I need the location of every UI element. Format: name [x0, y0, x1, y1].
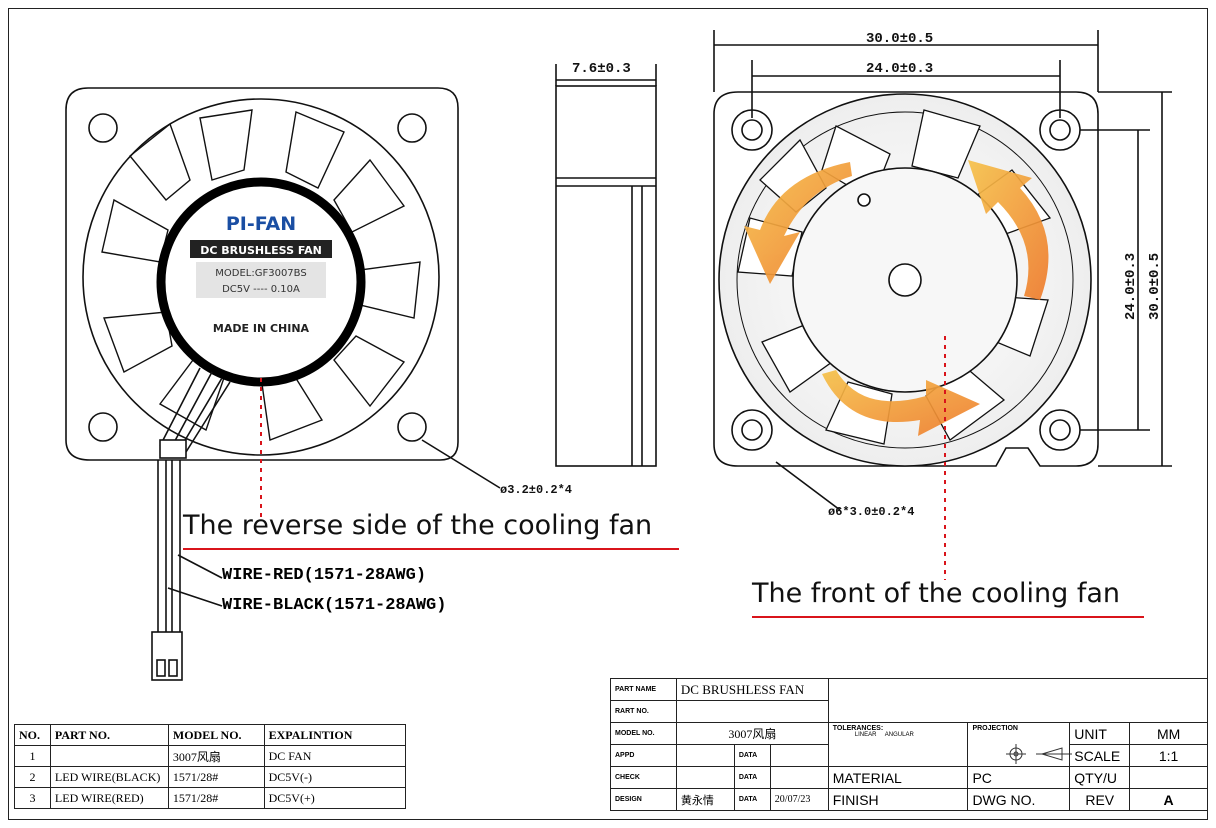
part-no-label: RART NO.	[610, 700, 677, 723]
rotation-arrow-bottom	[822, 370, 980, 436]
unit-label: UNIT	[1069, 722, 1131, 745]
dwg-no-label: DWG NO.	[967, 788, 1071, 811]
rear-hole-leader	[421, 439, 501, 489]
rear-mount-hole-tl	[88, 113, 118, 143]
fan-rating: DC5V ---- 0.10A	[222, 284, 300, 295]
side-view	[555, 64, 657, 467]
check-data-label: DATA	[733, 766, 771, 789]
table-row: 3 LED WIRE(RED) 1571/28# DC5V(+)	[14, 787, 407, 809]
model-no-label: MODEL NO.	[610, 722, 677, 745]
appd-data-label: DATA	[733, 744, 771, 767]
wire-red-label: WIRE-RED(1571-28AWG)	[222, 566, 427, 585]
wire-red-leader	[177, 554, 223, 579]
fan-origin: MADE IN CHINA	[213, 322, 310, 335]
front-mount-hole-br	[1039, 409, 1081, 451]
material-label: MATERIAL	[827, 766, 969, 789]
dim-hole-dia-back: ø3.2±0.2*4	[500, 483, 572, 497]
unit-value: MM	[1129, 722, 1208, 745]
dim-outer-height: 30.0±0.5	[1147, 253, 1163, 320]
appd-label: APPD	[610, 744, 677, 767]
rev-label: REV	[1069, 788, 1131, 811]
projection-label: PROJECTION	[967, 722, 1071, 767]
fan-type-banner	[190, 240, 332, 258]
rear-mount-hole-bl	[88, 412, 118, 442]
front-frame-outline	[713, 91, 1099, 467]
dim-outer-width: 30.0±0.5	[866, 31, 933, 47]
parts-list-header: NO. PART NO. MODEL NO. EXPALINTION	[14, 724, 407, 746]
rear-fan-ring	[82, 98, 440, 456]
designer-name: 黄永情	[675, 788, 735, 811]
scale-label: SCALE	[1069, 744, 1131, 767]
connector-pin-1	[156, 659, 166, 677]
side-body	[555, 85, 657, 467]
dim-hole-dia-front: ø6*3.0±0.2*4	[828, 505, 914, 519]
front-hub-center	[888, 263, 922, 297]
rear-frame-outline	[65, 87, 459, 461]
rev-value: A	[1129, 788, 1208, 811]
wire-black-leader	[167, 587, 223, 607]
parts-list-table: NO. PART NO. MODEL NO. EXPALINTION 1 300…	[14, 724, 407, 809]
scale-value: 1:1	[1129, 744, 1208, 767]
front-hole-leader	[775, 461, 841, 511]
caption-front-side: The front of the cooling fan	[752, 578, 1120, 609]
qty-label: QTY/U	[1069, 766, 1131, 789]
connector-pin-2	[168, 659, 178, 677]
tolerance-linear-label: LINEAR	[854, 732, 877, 738]
parts-header-no: NO.	[14, 724, 51, 746]
rear-wire-bundle	[159, 367, 231, 453]
caption-reverse-side: The reverse side of the cooling fan	[183, 510, 653, 541]
tolerance-angular-label: ANGULAR	[884, 732, 914, 738]
fan-type: DC BRUSHLESS FAN	[200, 244, 322, 257]
part-name-value: DC BRUSHLESS FAN	[675, 678, 829, 701]
model-no-value: 3007风扇	[675, 722, 829, 745]
dim-thickness: 7.6±0.3	[572, 61, 631, 77]
rear-view	[65, 87, 501, 681]
caption-reverse-underline	[183, 548, 679, 550]
design-date: 20/07/23	[769, 788, 829, 811]
table-row: 2 LED WIRE(BLACK) 1571/28# DC5V(-)	[14, 766, 407, 788]
material-value: PC	[967, 766, 1071, 789]
rear-mount-hole-br	[397, 412, 427, 442]
check-label: CHECK	[610, 766, 677, 789]
rotation-arrow-left	[744, 162, 852, 284]
parts-header-explanation: EXPALINTION	[263, 724, 407, 746]
dim-hole-spacing-h: 24.0±0.3	[866, 61, 933, 77]
rotation-arrow-right	[968, 160, 1049, 300]
front-view	[713, 30, 1172, 511]
part-name-label: PART NAME	[610, 678, 677, 701]
design-label: DESIGN	[610, 788, 677, 811]
wire-black-label: WIRE-BLACK(1571-28AWG)	[222, 596, 447, 615]
parts-header-part-no: PART NO.	[49, 724, 169, 746]
tolerances-label: TOLERANCES:	[832, 725, 884, 732]
fan-brand: PI-FAN	[226, 213, 296, 235]
fan-model: MODEL:GF3007BS	[215, 268, 306, 279]
fan-spec-box	[196, 262, 326, 298]
rear-wire-clip	[159, 439, 187, 459]
title-block: PART NAME DC BRUSHLESS FAN RART NO. MODE…	[610, 678, 1209, 811]
finish-label: FINISH	[827, 788, 969, 811]
drawing-frame	[8, 8, 1208, 820]
caption-front-underline	[752, 616, 1144, 618]
front-mount-hole-bl	[731, 409, 773, 451]
table-row: 1 3007风扇 DC FAN	[14, 745, 407, 767]
design-data-label: DATA	[733, 788, 771, 811]
dim-hole-spacing-v: 24.0±0.3	[1123, 253, 1139, 320]
parts-header-model-no: MODEL NO.	[167, 724, 265, 746]
rear-mount-hole-tr	[397, 113, 427, 143]
rotation-arrows	[744, 160, 1049, 436]
